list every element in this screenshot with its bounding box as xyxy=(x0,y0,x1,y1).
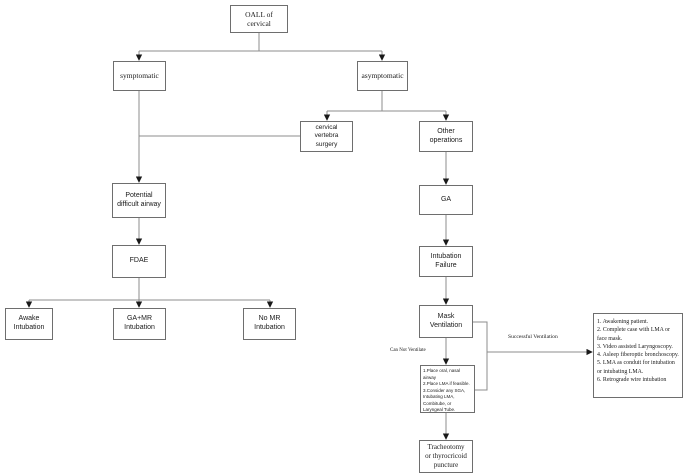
node-oall-label: OALL of cervical xyxy=(245,9,273,28)
node-airway-rescue-steps: 1.Place oral, nasal airway 2.Place LMA i… xyxy=(420,365,475,413)
node-cervical-vertebra-surgery-label: cervical vertebra surgery xyxy=(314,123,339,148)
node-no-mr-intubation: No MR Intubation xyxy=(243,308,296,340)
node-other-operations-label: Other operations xyxy=(429,127,463,144)
node-intubation-failure: Intubation Failure xyxy=(419,246,473,277)
node-asymptomatic: asymptomatic xyxy=(357,61,408,91)
node-symptomatic-label: symptomatic xyxy=(120,71,159,81)
node-ga-label: GA xyxy=(440,195,452,203)
node-awake-intubation: Awake Intubation xyxy=(5,308,53,340)
node-other-operations: Other operations xyxy=(419,121,473,152)
node-asymptomatic-label: asymptomatic xyxy=(361,71,404,81)
node-ventilation-options-label: 1. Awakening patient. 2. Complete case w… xyxy=(597,319,679,383)
node-ventilation-options: 1. Awakening patient. 2. Complete case w… xyxy=(593,313,683,398)
node-fdae: FDAE xyxy=(112,245,166,278)
node-symptomatic: symptomatic xyxy=(113,61,166,91)
node-ga-mr-intubation-label: GA+MR Intubation xyxy=(124,315,155,331)
node-tracheotomy: Tracheotomy or thyrocricoid puncture xyxy=(419,440,473,473)
edge-label-can-not-ventilate: Can Not Ventilate xyxy=(390,348,426,353)
edge-label-successful-ventilation: Successful Ventilation xyxy=(508,334,558,340)
node-cervical-vertebra-surgery: cervical vertebra surgery xyxy=(300,121,353,152)
node-potential-difficult-airway-label: Potential difficult airway xyxy=(117,191,161,208)
node-awake-intubation-label: Awake Intubation xyxy=(13,315,45,331)
node-ga-mr-intubation: GA+MR Intubation xyxy=(113,308,166,340)
node-potential-difficult-airway: Potential difficult airway xyxy=(112,183,166,218)
node-fdae-label: FDAE xyxy=(129,257,149,265)
node-mask-ventilation: Mask Ventilation xyxy=(419,305,473,338)
node-airway-rescue-steps-label: 1.Place oral, nasal airway 2.Place LMA i… xyxy=(423,368,470,413)
node-tracheotomy-label: Tracheotomy or thyrocricoid puncture xyxy=(425,443,467,469)
node-ga: GA xyxy=(419,185,473,215)
node-oall-of-cervical: OALL of cervical xyxy=(230,5,288,33)
node-no-mr-intubation-label: No MR Intubation xyxy=(254,315,285,331)
node-mask-ventilation-label: Mask Ventilation xyxy=(429,312,463,329)
node-intubation-failure-label: Intubation Failure xyxy=(430,252,462,269)
